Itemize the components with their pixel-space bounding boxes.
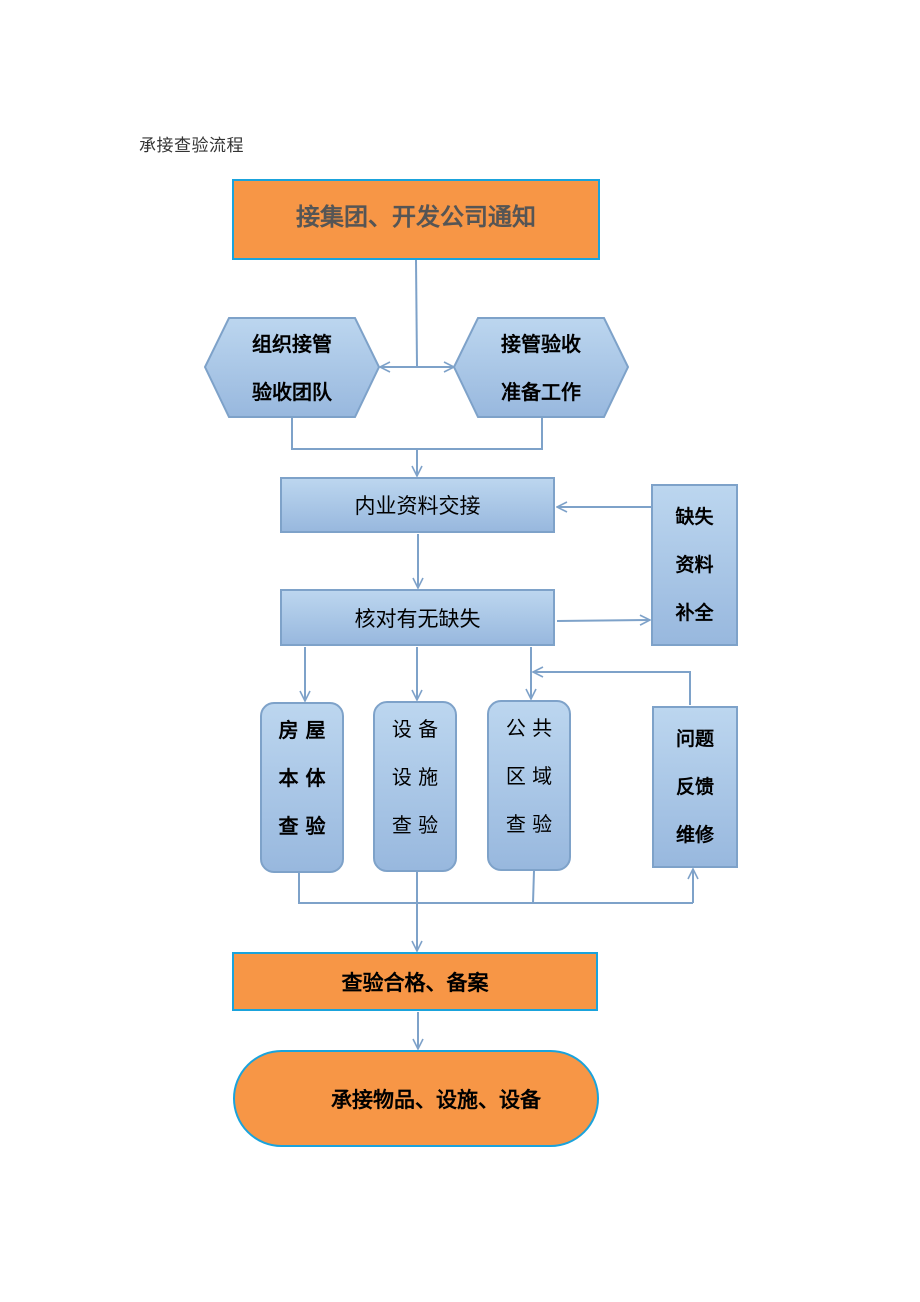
- document-title: 承接查验流程: [139, 136, 244, 156]
- node-check-missing: 核对有无缺失: [280, 589, 555, 646]
- node-house-inspection-line-3: 查 验: [278, 813, 326, 838]
- node-supplement-missing: 缺失 资料 补全: [651, 484, 738, 646]
- node-supplement-missing-line-2: 资料: [675, 554, 714, 576]
- edge-inspections-merge: [298, 873, 693, 904]
- node-house-inspection: 房 屋 本 体 查 验: [260, 702, 344, 873]
- node-feedback-repair-line-3: 维修: [675, 824, 714, 846]
- node-organize-team-line-2: 验收团队: [252, 379, 332, 404]
- node-equipment-inspection-line-2: 设 施: [391, 764, 439, 789]
- hexagon-shape: [453, 317, 629, 418]
- edge-feedback-to-public: [533, 672, 691, 705]
- node-document-handover-label: 内业资料交接: [354, 494, 481, 518]
- node-feedback-repair-line-1: 问题: [675, 728, 714, 750]
- node-takeover-final: 承接物品、设施、设备: [233, 1050, 599, 1147]
- edge-hex-merge: [291, 416, 543, 450]
- node-notice-label: 接集团、开发公司通知: [296, 203, 536, 231]
- node-prepare-work: 接管验收 准备工作: [453, 317, 629, 418]
- node-passed-filed: 查验合格、备案: [232, 952, 598, 1011]
- node-document-handover: 内业资料交接: [280, 477, 555, 533]
- node-takeover-final-label: 承接物品、设施、设备: [331, 1087, 541, 1112]
- node-public-area-inspection-line-2: 区 域: [505, 763, 553, 788]
- node-equipment-inspection: 设 备 设 施 查 验: [373, 701, 457, 872]
- edge-notice-down: [415, 259, 418, 367]
- node-organize-team: 组织接管 验收团队: [204, 317, 380, 418]
- node-notice: 接集团、开发公司通知: [232, 179, 600, 260]
- node-house-inspection-line-1: 房 屋: [278, 717, 326, 742]
- node-prepare-work-line-2: 准备工作: [501, 379, 581, 404]
- node-feedback-repair-line-2: 反馈: [675, 776, 714, 798]
- hexagon-shape: [204, 317, 380, 418]
- node-passed-filed-label: 查验合格、备案: [341, 970, 489, 995]
- node-supplement-missing-line-1: 缺失: [675, 506, 714, 528]
- node-organize-team-line-1: 组织接管: [252, 331, 332, 356]
- node-equipment-inspection-line-1: 设 备: [391, 716, 439, 741]
- node-public-area-inspection-line-3: 查 验: [505, 811, 553, 836]
- node-public-area-inspection: 公 共 区 域 查 验: [487, 700, 571, 871]
- edge-public-down: [532, 870, 535, 904]
- node-feedback-repair: 问题 反馈 维修: [652, 706, 738, 868]
- node-prepare-work-line-1: 接管验收: [501, 331, 581, 356]
- node-supplement-missing-line-3: 补全: [675, 602, 714, 624]
- node-equipment-inspection-line-3: 查 验: [391, 812, 439, 837]
- node-house-inspection-line-2: 本 体: [278, 765, 326, 790]
- node-check-missing-label: 核对有无缺失: [354, 606, 481, 631]
- node-public-area-inspection-line-1: 公 共: [505, 715, 553, 740]
- edge-check-to-missing: [556, 620, 650, 621]
